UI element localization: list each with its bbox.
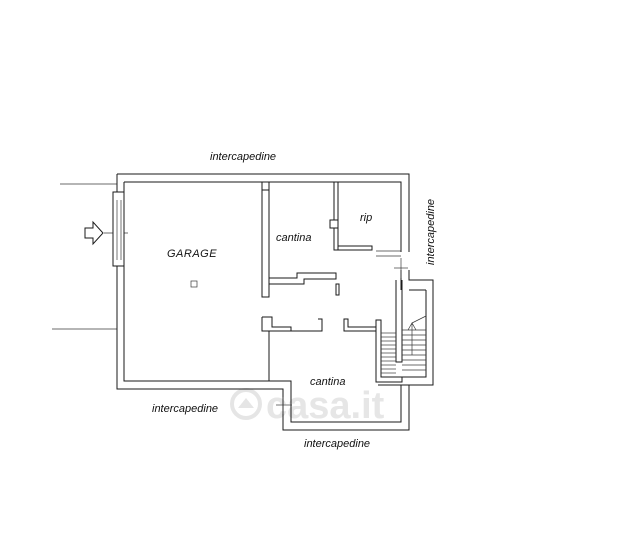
house-logo-icon — [230, 388, 262, 420]
label-intercapedine-bottom-left: intercapedine — [152, 403, 218, 415]
room-label-cantina-bottom: cantina — [310, 376, 345, 388]
staircase — [381, 315, 427, 374]
stair-arrow-icon — [407, 315, 427, 355]
interior-walls — [261, 182, 427, 383]
room-label-garage: GARAGE — [167, 248, 217, 260]
floor-drain-icon — [190, 280, 198, 288]
watermark: casa.it — [230, 385, 385, 427]
section-marker-bottom — [276, 397, 292, 414]
watermark-text: casa.it — [266, 385, 385, 427]
exterior-walls — [112, 173, 434, 431]
room-label-cantina-top: cantina — [276, 232, 311, 244]
label-intercapedine-bottom: intercapedine — [304, 438, 370, 450]
label-intercapedine-top: intercapedine — [210, 151, 276, 163]
label-intercapedine-right: intercapedine — [425, 199, 437, 265]
room-label-rip: rip — [360, 212, 372, 224]
section-marker-right — [394, 258, 408, 278]
